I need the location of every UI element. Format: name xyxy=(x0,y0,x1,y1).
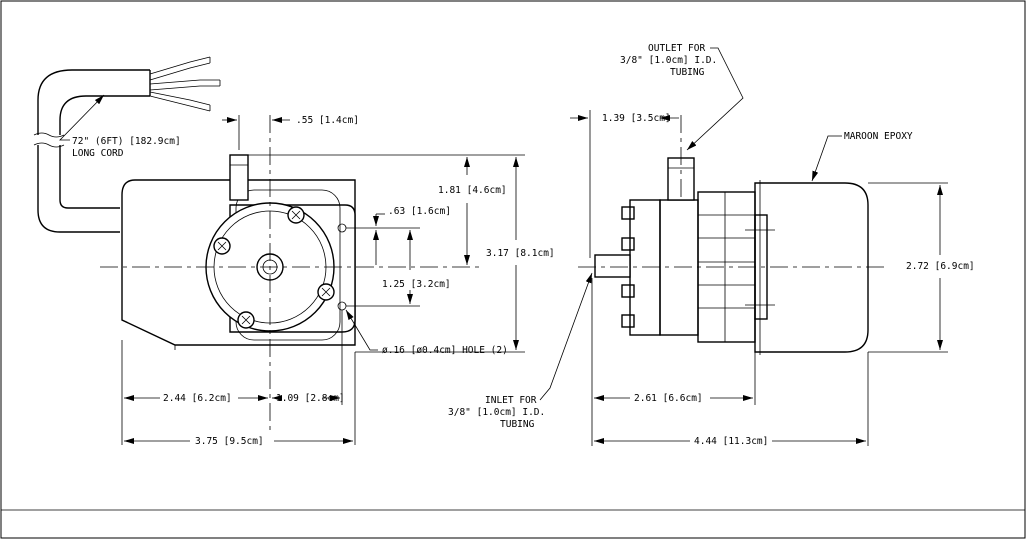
hole-callout: ø.16 [ø0.4cm] HOLE (2) xyxy=(382,345,508,356)
power-cord xyxy=(33,56,221,233)
outlet-label-line-3: TUBING xyxy=(670,67,705,78)
motor-housing xyxy=(121,179,356,346)
dim-width-total-side: 4.44 [11.3cm] xyxy=(694,436,768,447)
cord-label-line-2: LONG CORD xyxy=(72,148,124,159)
epoxy-label: MAROON EPOXY xyxy=(844,131,913,142)
inlet-label-line-2: 3/8" [1.0cm] I.D. xyxy=(448,407,545,418)
pump-head xyxy=(659,199,699,336)
dim-height-side: 2.72 [6.9cm] xyxy=(906,261,975,272)
epoxy-motor-body xyxy=(754,182,869,353)
dim-width-mid: 1.09 [2.8cm] xyxy=(276,393,345,404)
dim-width-total: 3.75 [9.5cm] xyxy=(195,436,264,447)
inlet-label-line-3: TUBING xyxy=(500,419,535,430)
dim-outlet-offset: 1.39 [3.5cm] xyxy=(602,113,671,124)
screws xyxy=(213,206,335,329)
outlet-nozzle xyxy=(229,154,249,201)
cord-label-line-1: 72" (6FT) [182.9cm] xyxy=(72,136,181,147)
right-side-view: 1.39 [3.5cm] OUTLET FOR 3/8" [1.0cm] I.D… xyxy=(448,43,975,447)
outlet-label-line-2: 3/8" [1.0cm] I.D. xyxy=(620,55,717,66)
head-bolts xyxy=(621,206,635,328)
dim-hole-large: 1.25 [3.2cm] xyxy=(382,279,451,290)
dim-top-offset: .55 [1.4cm] xyxy=(296,115,359,126)
outlet-label-line-1: OUTLET FOR xyxy=(648,43,705,54)
dim-width-inner: 2.61 [6.6cm] xyxy=(634,393,703,404)
dim-height-upper: 1.81 [4.6cm] xyxy=(438,185,507,196)
inlet-label-line-1: INLET FOR xyxy=(485,395,537,406)
inlet-nozzle-side xyxy=(594,254,631,278)
dim-hole-small: .63 [1.6cm] xyxy=(388,206,451,217)
dim-height-total: 3.17 [8.1cm] xyxy=(486,248,555,259)
dim-width-left: 2.44 [6.2cm] xyxy=(163,393,232,404)
left-front-view: .55 [1.4cm] 1.81 [4.6cm] 3.17 [8.1cm] .6… xyxy=(33,56,555,447)
